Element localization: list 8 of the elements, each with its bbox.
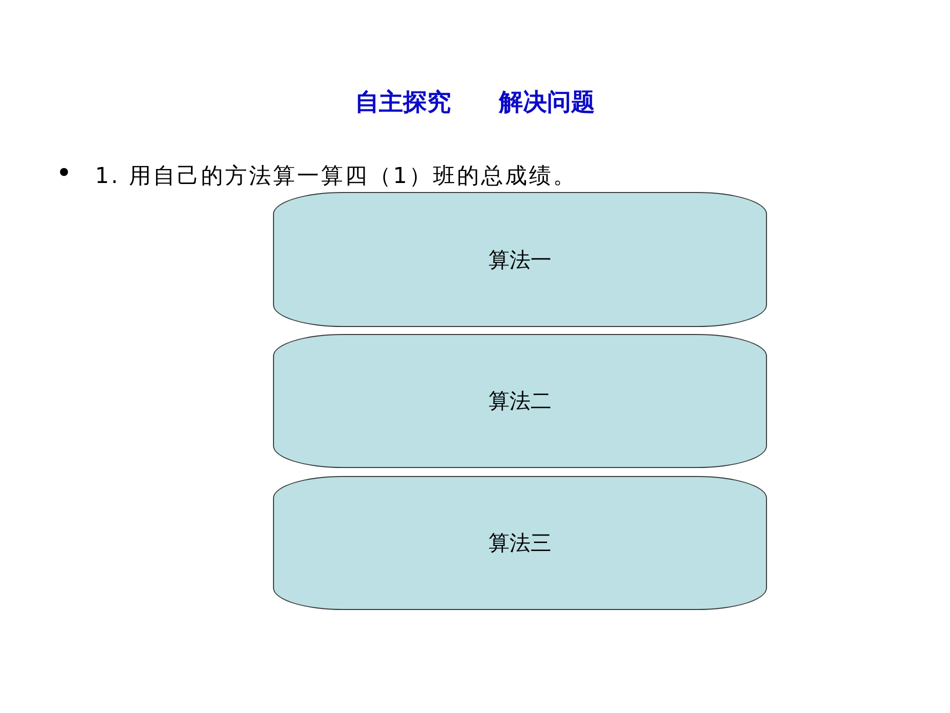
method-label: 算法一 xyxy=(488,246,552,274)
method-label: 算法二 xyxy=(488,388,552,415)
method-box xyxy=(273,334,767,468)
method-box xyxy=(273,476,767,610)
question-text: 1. 用自己的方法算一算四（1）班的总成绩。 xyxy=(95,163,577,191)
slide-title: 自主探究 解决问题 xyxy=(354,87,596,118)
method-label: 算法三 xyxy=(488,530,552,557)
method-box xyxy=(273,192,767,327)
